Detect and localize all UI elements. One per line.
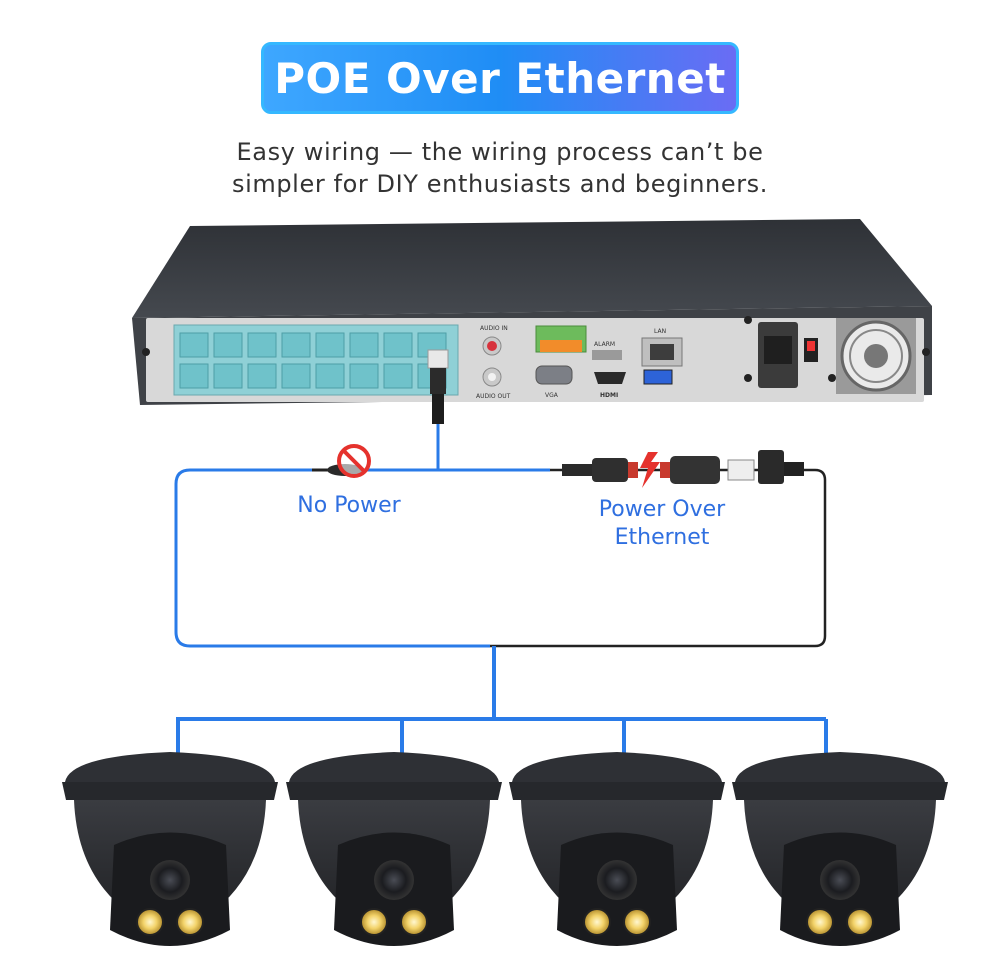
- lightning-icon: [640, 452, 660, 488]
- audio-in-label: AUDIO IN: [480, 325, 508, 332]
- alarm-label: ALARM: [594, 341, 615, 348]
- lan-label: LAN: [654, 328, 666, 335]
- camera-4: [732, 752, 948, 946]
- rj45-plug: [427, 349, 449, 424]
- no-power-prohibited-icon: [337, 444, 371, 478]
- subtitle-line-1: Easy wiring — the wiring process can’t b…: [236, 138, 764, 166]
- title-banner: POE Over Ethernet: [261, 42, 739, 114]
- poe-label-line-1: Power Over: [598, 497, 726, 522]
- vga-label: VGA: [545, 392, 559, 399]
- no-power-label: No Power: [297, 493, 401, 518]
- camera-3: [509, 752, 725, 946]
- hdmi-label: HDMI: [600, 392, 618, 399]
- poe-port-block: [173, 324, 459, 396]
- poe-label-line-2: Ethernet: [614, 525, 710, 550]
- camera-2: [286, 752, 502, 946]
- page-title: POE Over Ethernet: [274, 53, 726, 103]
- subtitle-line-2: simpler for DIY enthusiasts and beginner…: [232, 170, 768, 198]
- camera-1: [62, 752, 278, 946]
- nvr-recorder: AUDIO IN AUDIO OUT ALARM VGA HDMI LAN: [132, 219, 932, 424]
- poe-splitter-connector: [562, 450, 804, 484]
- audio-out-label: AUDIO OUT: [476, 393, 511, 400]
- wiring: [174, 424, 828, 760]
